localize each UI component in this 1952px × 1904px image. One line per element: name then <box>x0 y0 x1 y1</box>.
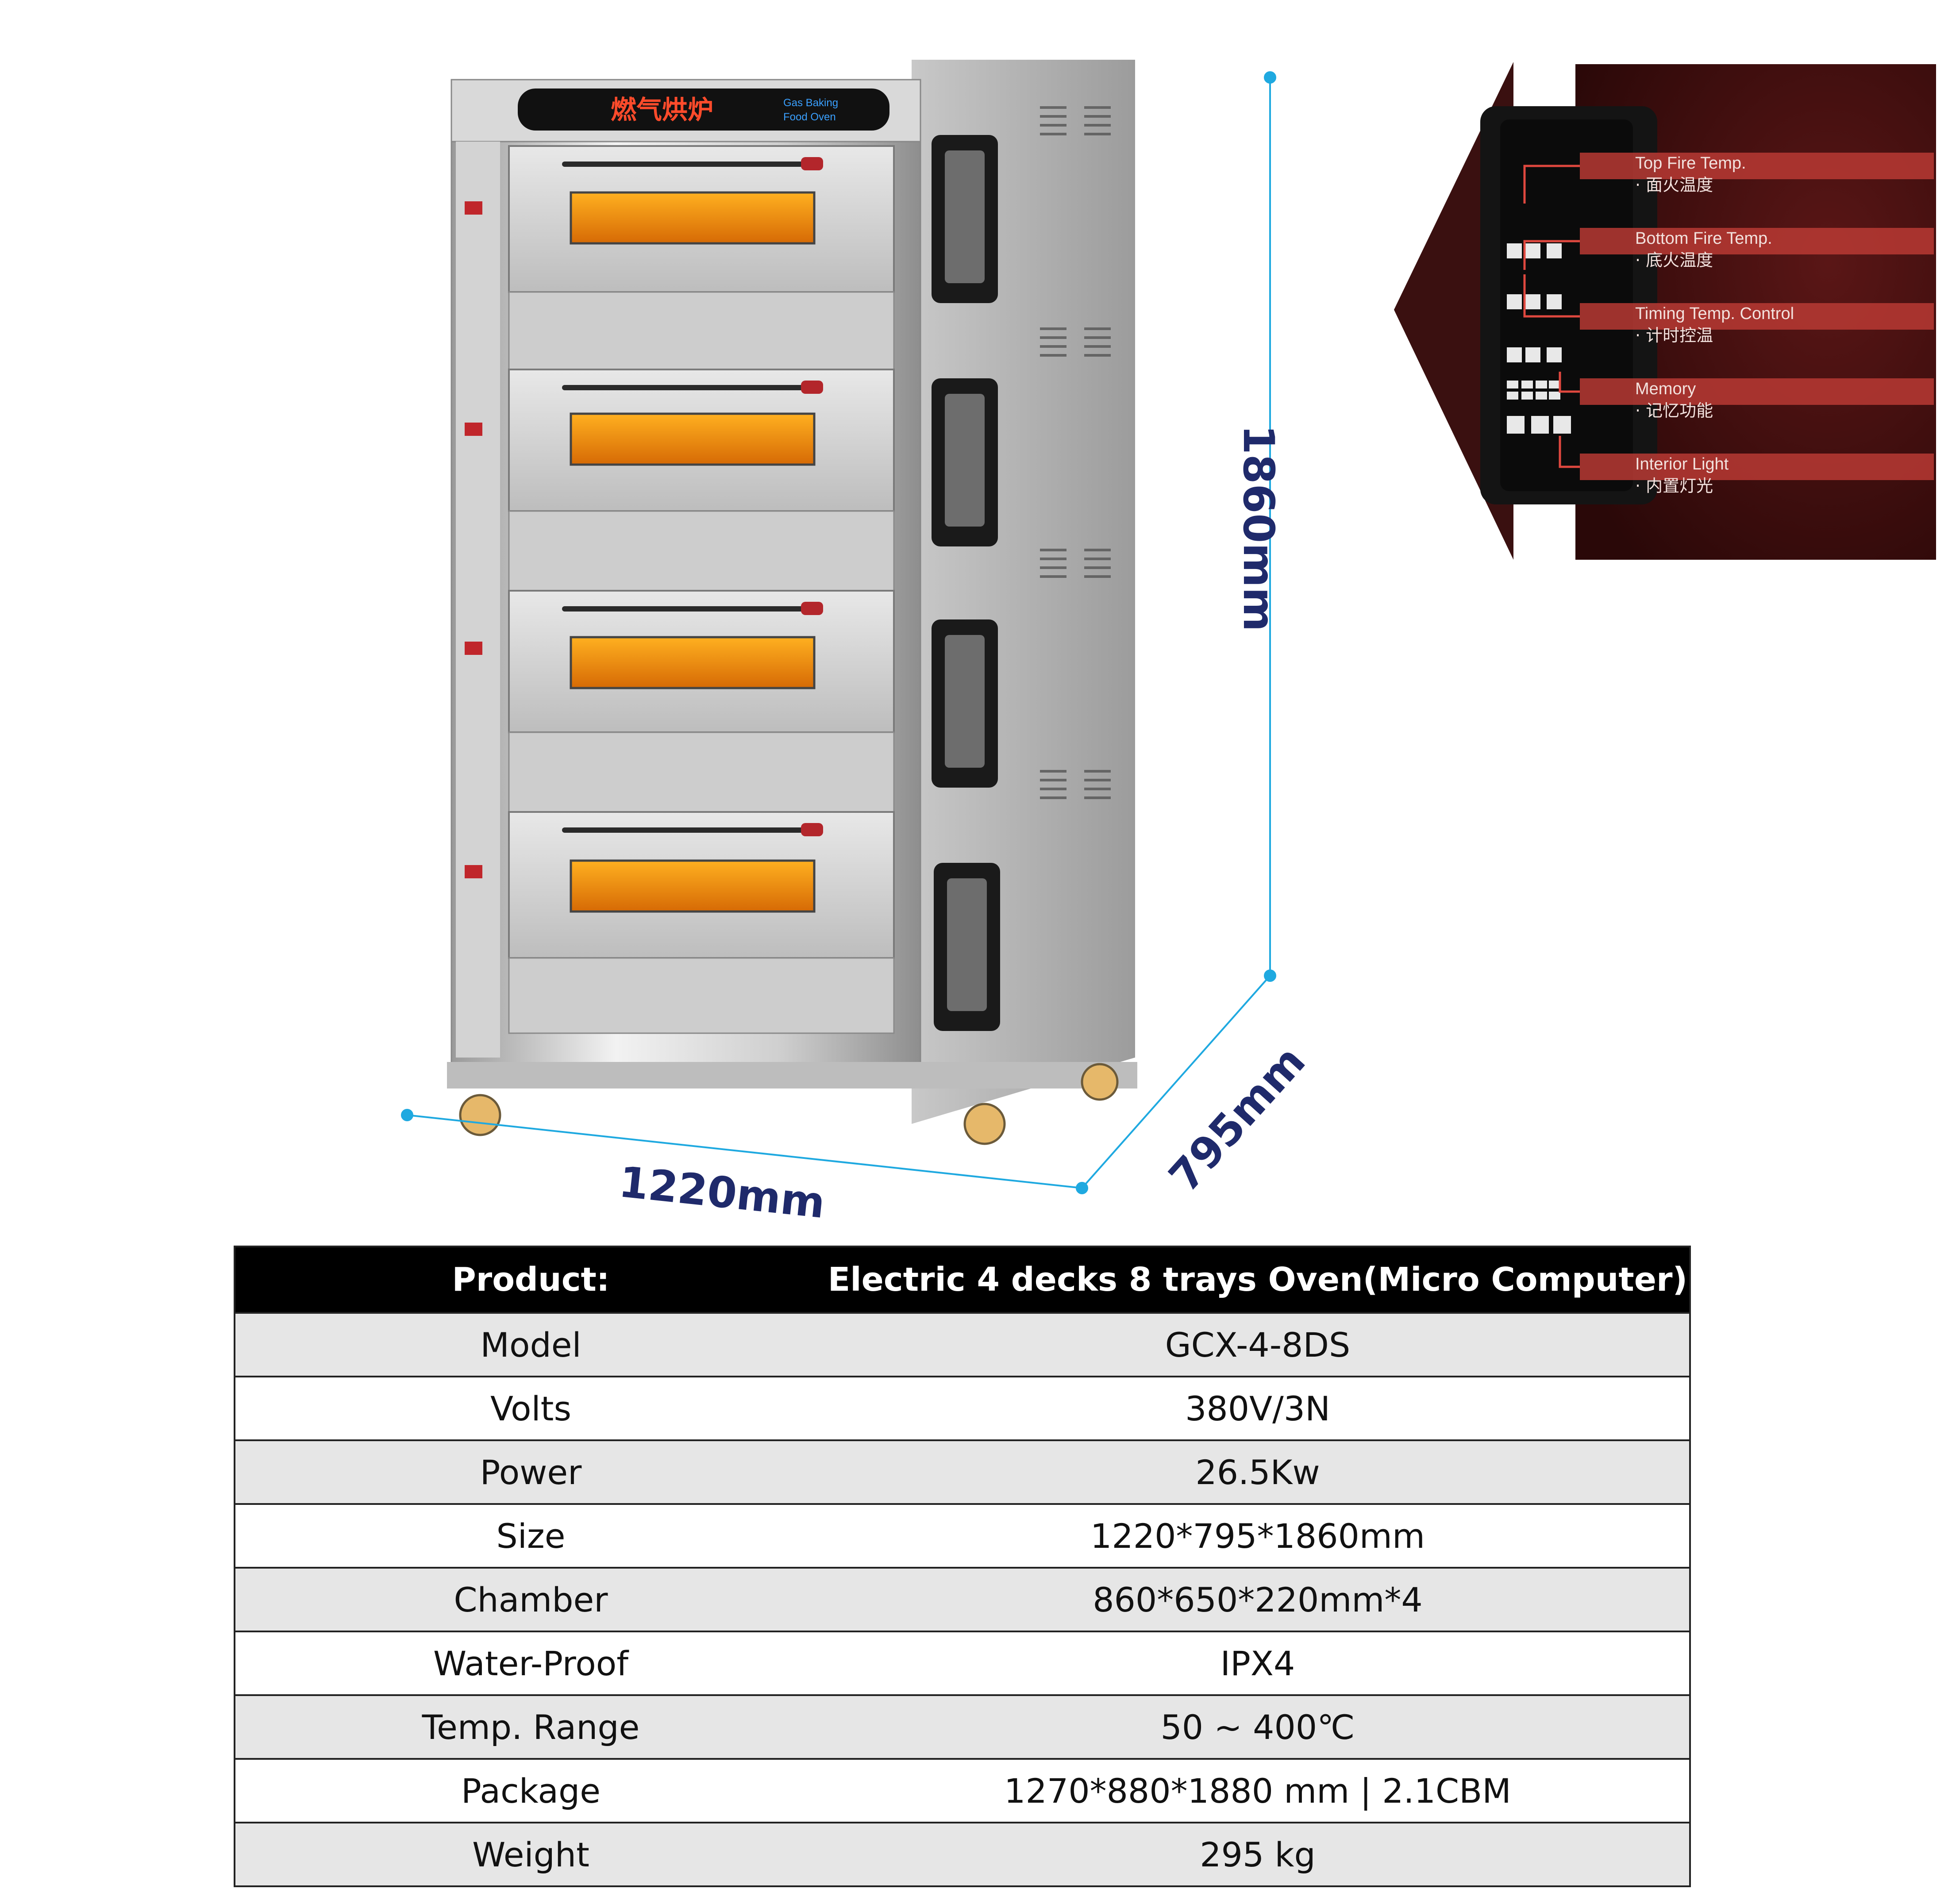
callout-timing-temp-control: Timing Temp. Control · 计时控温 <box>1635 303 1883 346</box>
oven-base <box>447 1062 1137 1089</box>
callout-zh: · 记忆功能 <box>1635 401 1713 420</box>
row-label: Weight <box>235 1823 826 1887</box>
callout-zh: · 面火温度 <box>1635 175 1713 195</box>
oven-left-column <box>456 142 500 1058</box>
row-label: Chamber <box>235 1568 826 1632</box>
callout-interior-light: Interior Light · 内置灯光 <box>1635 454 1883 497</box>
callout-en: Timing Temp. Control <box>1635 304 1794 323</box>
oven-sign-en-1: Gas Baking <box>783 97 838 109</box>
oven-deck <box>508 590 895 813</box>
header-value: Electric 4 decks 8 trays Oven(Micro Comp… <box>826 1246 1690 1314</box>
table-header-row: Product: Electric 4 decks 8 trays Oven(M… <box>235 1246 1690 1314</box>
callout-zh: · 底火温度 <box>1635 250 1713 270</box>
dim-width-label: 1220mm <box>616 1157 828 1228</box>
callout-en: Interior Light <box>1635 455 1729 473</box>
oven-deck <box>508 811 895 1034</box>
row-value: 860*650*220mm*4 <box>826 1568 1690 1632</box>
side-vents <box>1040 106 1111 799</box>
oven-indicator <box>465 201 482 215</box>
row-value: IPX4 <box>826 1631 1690 1696</box>
oven-sign-en-2: Food Oven <box>783 111 836 123</box>
oven-deck <box>508 145 895 370</box>
oven-indicator <box>465 423 482 436</box>
callout-zh: · 计时控温 <box>1635 326 1713 345</box>
oven-sign-zh: 燃气烘炉 <box>611 95 713 125</box>
row-value: GCX-4-8DS <box>826 1313 1690 1377</box>
oven-indicator <box>465 865 482 878</box>
header-label: Product: <box>235 1246 826 1314</box>
callout-bottom-fire-temp: Bottom Fire Temp. · 底火温度 <box>1635 228 1883 271</box>
spec-table: Product: Electric 4 decks 8 trays Oven(M… <box>234 1246 1691 1887</box>
callout-en: Memory <box>1635 380 1696 398</box>
callout-memory: Memory · 记忆功能 <box>1635 378 1883 422</box>
row-value: 1220*795*1860mm <box>826 1504 1690 1569</box>
row-label: Size <box>235 1504 826 1569</box>
row-value: 26.5Kw <box>826 1440 1690 1505</box>
row-label: Package <box>235 1759 826 1823</box>
dim-depth-label: 795mm <box>1159 1036 1315 1201</box>
row-label: Temp. Range <box>235 1695 826 1760</box>
row-value: 50 ~ 400℃ <box>826 1695 1690 1760</box>
callout-top-fire-temp: Top Fire Temp. · 面火温度 <box>1635 153 1883 196</box>
oven-indicator <box>465 642 482 655</box>
row-value: 1270*880*1880 mm | 2.1CBM <box>826 1759 1690 1823</box>
callout-en: Top Fire Temp. <box>1635 154 1746 173</box>
oven-deck <box>508 369 895 592</box>
callout-zh: · 内置灯光 <box>1635 476 1713 496</box>
control-panel-callout: Top Fire Temp. · 面火温度 Bottom Fire Temp. … <box>1394 62 1938 560</box>
row-label: Water-Proof <box>235 1631 826 1696</box>
oven-sign-plate <box>518 88 889 131</box>
row-value: 295 kg <box>826 1823 1690 1887</box>
row-label: Model <box>235 1313 826 1377</box>
dim-height-label: 1860mm <box>1234 425 1283 632</box>
row-label: Power <box>235 1440 826 1505</box>
row-value: 380V/3N <box>826 1377 1690 1441</box>
row-label: Volts <box>235 1377 826 1441</box>
oven-side-panel <box>912 60 1135 1124</box>
oven-illustration: 燃气烘炉 Gas Baking Food Oven <box>438 44 1155 1150</box>
callout-en: Bottom Fire Temp. <box>1635 229 1772 248</box>
